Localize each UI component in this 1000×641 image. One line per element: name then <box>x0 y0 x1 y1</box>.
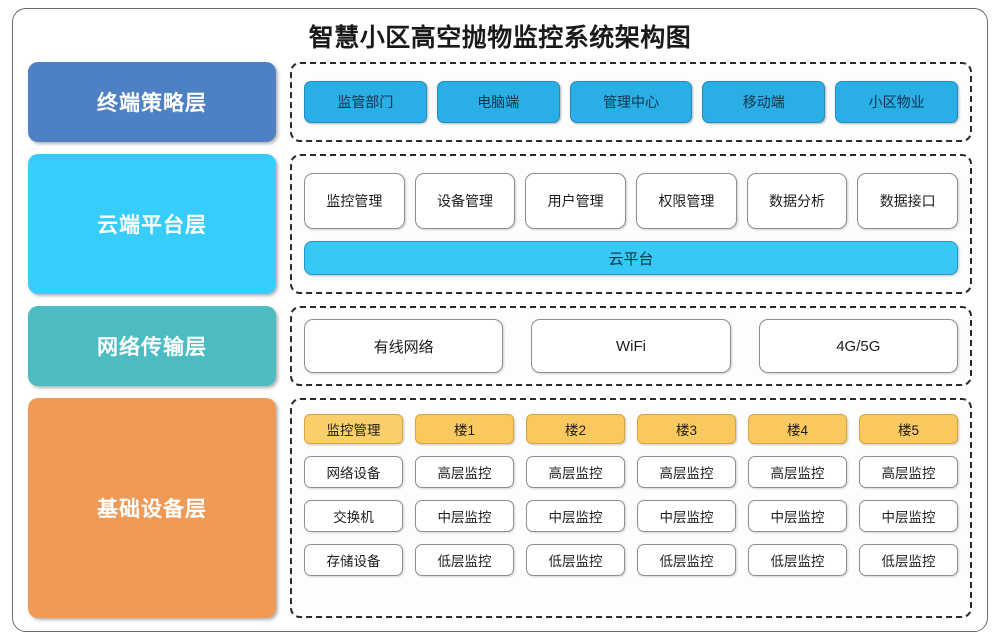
network-chip-row: 有线网络 WiFi 4G/5G <box>304 319 958 373</box>
device-column-building-1: 楼1 高层监控 中层监控 低层监控 <box>415 414 514 576</box>
device-column-head-infra[interactable]: 监控管理 <box>304 414 403 444</box>
page-title: 智慧小区高空抛物监控系统架构图 <box>308 24 692 52</box>
device-cell-building-2-2[interactable]: 低层监控 <box>526 544 625 576</box>
device-column-building-3: 楼3 高层监控 中层监控 低层监控 <box>637 414 736 576</box>
device-column-infra: 监控管理 网络设备 交换机 存储设备 <box>304 414 403 576</box>
device-column-building-4: 楼4 高层监控 中层监控 低层监控 <box>748 414 847 576</box>
device-column-head-building-4[interactable]: 楼4 <box>748 414 847 444</box>
network-item-2[interactable]: 4G/5G <box>758 319 958 373</box>
layer-label-cloud: 云端平台层 <box>28 154 276 294</box>
terminal-item-3[interactable]: 移动端 <box>702 81 826 123</box>
layer-content-cloud: 监控管理 设备管理 用户管理 权限管理 数据分析 数据接口 云平台 <box>290 154 972 294</box>
device-cell-building-5-0[interactable]: 高层监控 <box>859 456 958 488</box>
device-cell-building-1-2[interactable]: 低层监控 <box>415 544 514 576</box>
device-cell-building-2-0[interactable]: 高层监控 <box>526 456 625 488</box>
layer-row-device: 基础设备层 监控管理 网络设备 交换机 存储设备 楼1 高层监控 中层监控 低层… <box>28 398 972 618</box>
cloud-module-row: 监控管理 设备管理 用户管理 权限管理 数据分析 数据接口 <box>304 173 959 229</box>
device-column-head-building-3[interactable]: 楼3 <box>637 414 736 444</box>
device-cell-building-3-2[interactable]: 低层监控 <box>637 544 736 576</box>
device-cell-building-4-2[interactable]: 低层监控 <box>748 544 847 576</box>
layer-label-network: 网络传输层 <box>28 306 276 386</box>
device-cell-infra-1[interactable]: 交换机 <box>304 500 403 532</box>
cloud-platform-bar[interactable]: 云平台 <box>304 241 958 275</box>
layer-label-terminal: 终端策略层 <box>28 62 276 142</box>
device-cell-infra-2[interactable]: 存储设备 <box>304 544 403 576</box>
cloud-module-4[interactable]: 数据分析 <box>746 173 848 229</box>
device-grid: 监控管理 网络设备 交换机 存储设备 楼1 高层监控 中层监控 低层监控 楼2 … <box>304 414 958 576</box>
device-column-head-building-1[interactable]: 楼1 <box>415 414 514 444</box>
network-item-1[interactable]: WiFi <box>531 319 731 373</box>
layer-row-terminal: 终端策略层 监管部门 电脑端 管理中心 移动端 小区物业 <box>28 62 972 142</box>
layer-stack: 终端策略层 监管部门 电脑端 管理中心 移动端 小区物业 云端平台层 监控管理 … <box>28 62 972 630</box>
device-cell-building-3-0[interactable]: 高层监控 <box>637 456 736 488</box>
layer-label-device: 基础设备层 <box>28 398 276 618</box>
cloud-module-3[interactable]: 权限管理 <box>636 173 737 229</box>
device-column-building-5: 楼5 高层监控 中层监控 低层监控 <box>859 414 958 576</box>
layer-content-network: 有线网络 WiFi 4G/5G <box>290 306 972 386</box>
device-cell-building-5-2[interactable]: 低层监控 <box>859 544 958 576</box>
device-cell-infra-0[interactable]: 网络设备 <box>304 456 403 488</box>
device-cell-building-4-0[interactable]: 高层监控 <box>748 456 847 488</box>
cloud-module-1[interactable]: 设备管理 <box>414 173 516 229</box>
terminal-item-4[interactable]: 小区物业 <box>835 81 958 123</box>
cloud-module-5[interactable]: 数据接口 <box>857 173 959 229</box>
cloud-module-2[interactable]: 用户管理 <box>525 173 627 229</box>
layer-content-device: 监控管理 网络设备 交换机 存储设备 楼1 高层监控 中层监控 低层监控 楼2 … <box>290 398 972 618</box>
network-item-0[interactable]: 有线网络 <box>304 319 504 373</box>
device-cell-building-1-0[interactable]: 高层监控 <box>415 456 514 488</box>
terminal-item-2[interactable]: 管理中心 <box>569 81 693 123</box>
layer-row-network: 网络传输层 有线网络 WiFi 4G/5G <box>28 306 972 386</box>
cloud-module-0[interactable]: 监控管理 <box>304 173 405 229</box>
terminal-item-1[interactable]: 电脑端 <box>436 81 560 123</box>
device-column-building-2: 楼2 高层监控 中层监控 低层监控 <box>526 414 625 576</box>
device-cell-building-1-1[interactable]: 中层监控 <box>415 500 514 532</box>
device-column-head-building-5[interactable]: 楼5 <box>859 414 958 444</box>
device-cell-building-4-1[interactable]: 中层监控 <box>748 500 847 532</box>
device-cell-building-5-1[interactable]: 中层监控 <box>859 500 958 532</box>
terminal-chip-row: 监管部门 电脑端 管理中心 移动端 小区物业 <box>304 81 958 123</box>
layer-content-terminal: 监管部门 电脑端 管理中心 移动端 小区物业 <box>290 62 972 142</box>
device-cell-building-3-1[interactable]: 中层监控 <box>637 500 736 532</box>
terminal-item-0[interactable]: 监管部门 <box>304 81 427 123</box>
device-column-head-building-2[interactable]: 楼2 <box>526 414 625 444</box>
layer-row-cloud: 云端平台层 监控管理 设备管理 用户管理 权限管理 数据分析 数据接口 云平台 <box>28 154 972 294</box>
device-cell-building-2-1[interactable]: 中层监控 <box>526 500 625 532</box>
